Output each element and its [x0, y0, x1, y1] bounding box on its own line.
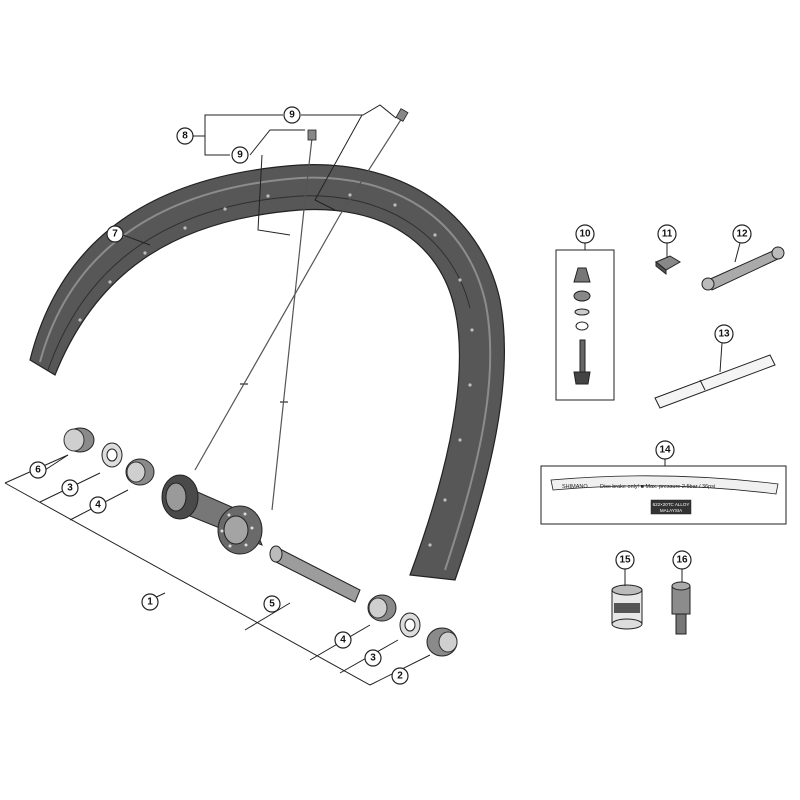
callout-13: 13	[714, 324, 734, 344]
hub-assembly	[63, 427, 458, 657]
callout-9-lower: 9	[231, 146, 249, 164]
part-11-nipple	[655, 255, 681, 276]
callout-9-top: 9	[283, 106, 301, 124]
spoke-nipple-b	[395, 108, 409, 122]
part-13-rim-tape	[654, 354, 776, 409]
callout-8-label: 8	[182, 131, 188, 142]
part-12-spoke-wrench	[701, 246, 785, 291]
part-1-hub-body	[161, 474, 263, 555]
callout-5-label: 5	[269, 599, 275, 610]
sticker-box	[540, 465, 787, 525]
spoke-a	[271, 137, 313, 511]
callout-4-right-label: 4	[340, 635, 346, 646]
callout-6: 6	[29, 461, 47, 479]
callout-2-label: 2	[397, 671, 403, 682]
callout-12: 12	[732, 224, 752, 244]
callout-7: 7	[106, 225, 124, 243]
callout-3-left-label: 3	[67, 483, 73, 494]
callout-3-right: 3	[364, 649, 382, 667]
sticker-brand: SHIMANO	[562, 484, 588, 490]
callout-16-label: 16	[676, 555, 688, 566]
callout-5: 5	[263, 595, 281, 613]
callout-6-label: 6	[35, 465, 41, 476]
callout-9-top-label: 9	[289, 110, 295, 121]
callout-10-label: 10	[579, 229, 591, 240]
callout-9-lower-label: 9	[237, 150, 243, 161]
callout-7-label: 7	[112, 229, 118, 240]
callout-4-left-label: 4	[95, 500, 101, 511]
callout-16: 16	[672, 550, 692, 570]
callout-3-right-label: 3	[370, 653, 376, 664]
callout-2: 2	[391, 667, 409, 685]
spokes	[194, 108, 409, 511]
part-10-valve-kit	[555, 249, 615, 401]
callout-15: 15	[615, 550, 635, 570]
callout-11: 11	[657, 224, 677, 244]
part-3-washer-left	[101, 442, 123, 468]
callout-11-label: 11	[662, 229, 673, 240]
sticker-spec: 622×20TC ALLOY	[653, 502, 690, 507]
part-5-axle	[269, 545, 361, 603]
callout-13-label: 13	[718, 329, 730, 340]
sticker-warning-line: Disc brake only! ■ Max. pressure 2.5bar …	[600, 484, 715, 490]
callout-14: 14	[655, 440, 675, 460]
rim	[29, 164, 506, 581]
part-4-cone-left	[125, 458, 155, 486]
part-3-washer-right	[399, 612, 421, 638]
callout-4-left: 4	[89, 496, 107, 514]
callout-8: 8	[176, 127, 194, 145]
spoke-b	[194, 117, 403, 471]
part-14-rim-sticker: SHIMANO Disc brake only! ■ Max. pressure…	[540, 465, 787, 525]
callout-1: 1	[141, 593, 159, 611]
part-16-tool	[671, 581, 691, 635]
spoke-nipple-a	[307, 129, 317, 141]
part-15-grease	[611, 584, 643, 630]
callout-14-label: 14	[659, 445, 671, 456]
part-2-locknut	[426, 627, 458, 657]
callout-12-label: 12	[736, 229, 748, 240]
callout-3-left: 3	[61, 479, 79, 497]
sticker-origin: MALAYSIA	[660, 508, 682, 513]
callout-4-right: 4	[334, 631, 352, 649]
part-4-cone-right	[367, 594, 397, 622]
callout-15-label: 15	[619, 555, 631, 566]
callout-1-label: 1	[147, 597, 153, 608]
callout-10: 10	[575, 224, 595, 244]
part-6-locknut	[63, 427, 95, 453]
